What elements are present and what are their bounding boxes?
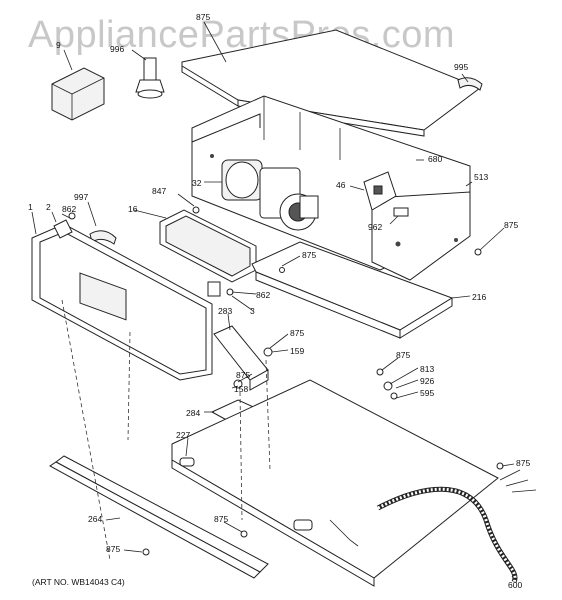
callout-875-bl: 875 <box>106 544 120 554</box>
callout-595: 595 <box>420 388 434 398</box>
blower-assembly <box>221 159 319 231</box>
control-unit <box>159 209 257 297</box>
leader-lines <box>31 21 515 581</box>
bracket-283 <box>213 325 269 391</box>
callout-875-158: 875 <box>236 370 250 380</box>
callout-158: 158 <box>234 384 248 394</box>
vent-strip <box>49 455 269 579</box>
callout-227: 227 <box>176 430 190 440</box>
art-number: (ART NO. WB14043 C4) <box>32 577 125 587</box>
callout-926: 926 <box>420 376 434 386</box>
alignment-lines <box>61 299 271 561</box>
callout-862-a: 862 <box>62 204 76 214</box>
relay-board <box>363 171 409 217</box>
callout-847: 847 <box>152 186 166 196</box>
callout-32: 32 <box>192 178 202 188</box>
callout-283: 283 <box>218 306 232 316</box>
callout-680: 680 <box>428 154 442 164</box>
callout-862-b: 862 <box>256 290 270 300</box>
callout-1: 1 <box>28 202 33 212</box>
callout-513: 513 <box>474 172 488 182</box>
callout-875-813: 875 <box>396 350 410 360</box>
callout-875-bottom: 875 <box>214 514 228 524</box>
callout-875-right: 875 <box>504 220 518 230</box>
callout-9: 9 <box>56 40 61 50</box>
callout-264: 264 <box>88 514 102 524</box>
screws <box>68 206 504 556</box>
callout-875-top: 875 <box>196 12 210 22</box>
tray-216 <box>251 241 454 339</box>
callout-600: 600 <box>508 580 522 590</box>
callout-995: 995 <box>454 62 468 72</box>
callout-284: 284 <box>186 408 200 418</box>
callout-3: 3 <box>250 306 255 316</box>
callout-875-br: 875 <box>516 458 530 468</box>
callout-159: 159 <box>290 346 304 356</box>
front-control-panel <box>31 219 213 381</box>
callout-16: 16 <box>128 204 138 214</box>
part-9-box <box>51 67 105 121</box>
callout-2: 2 <box>46 202 51 212</box>
wire-harness <box>329 469 537 584</box>
callout-997: 997 <box>74 192 88 202</box>
chassis-housing <box>191 95 471 281</box>
callout-216: 216 <box>472 292 486 302</box>
callout-962: 962 <box>368 222 382 232</box>
part-996-post <box>135 57 165 99</box>
callout-875-mid: 875 <box>302 250 316 260</box>
callout-labels: 875 9 996 995 680 513 32 46 847 997 862 … <box>28 12 530 590</box>
callout-996: 996 <box>110 44 124 54</box>
base-plate <box>171 379 499 587</box>
callout-46: 46 <box>336 180 346 190</box>
callout-813: 813 <box>420 364 434 374</box>
part-995-clip <box>457 77 483 91</box>
callout-875-283: 875 <box>290 328 304 338</box>
part-997-clip <box>89 230 117 245</box>
